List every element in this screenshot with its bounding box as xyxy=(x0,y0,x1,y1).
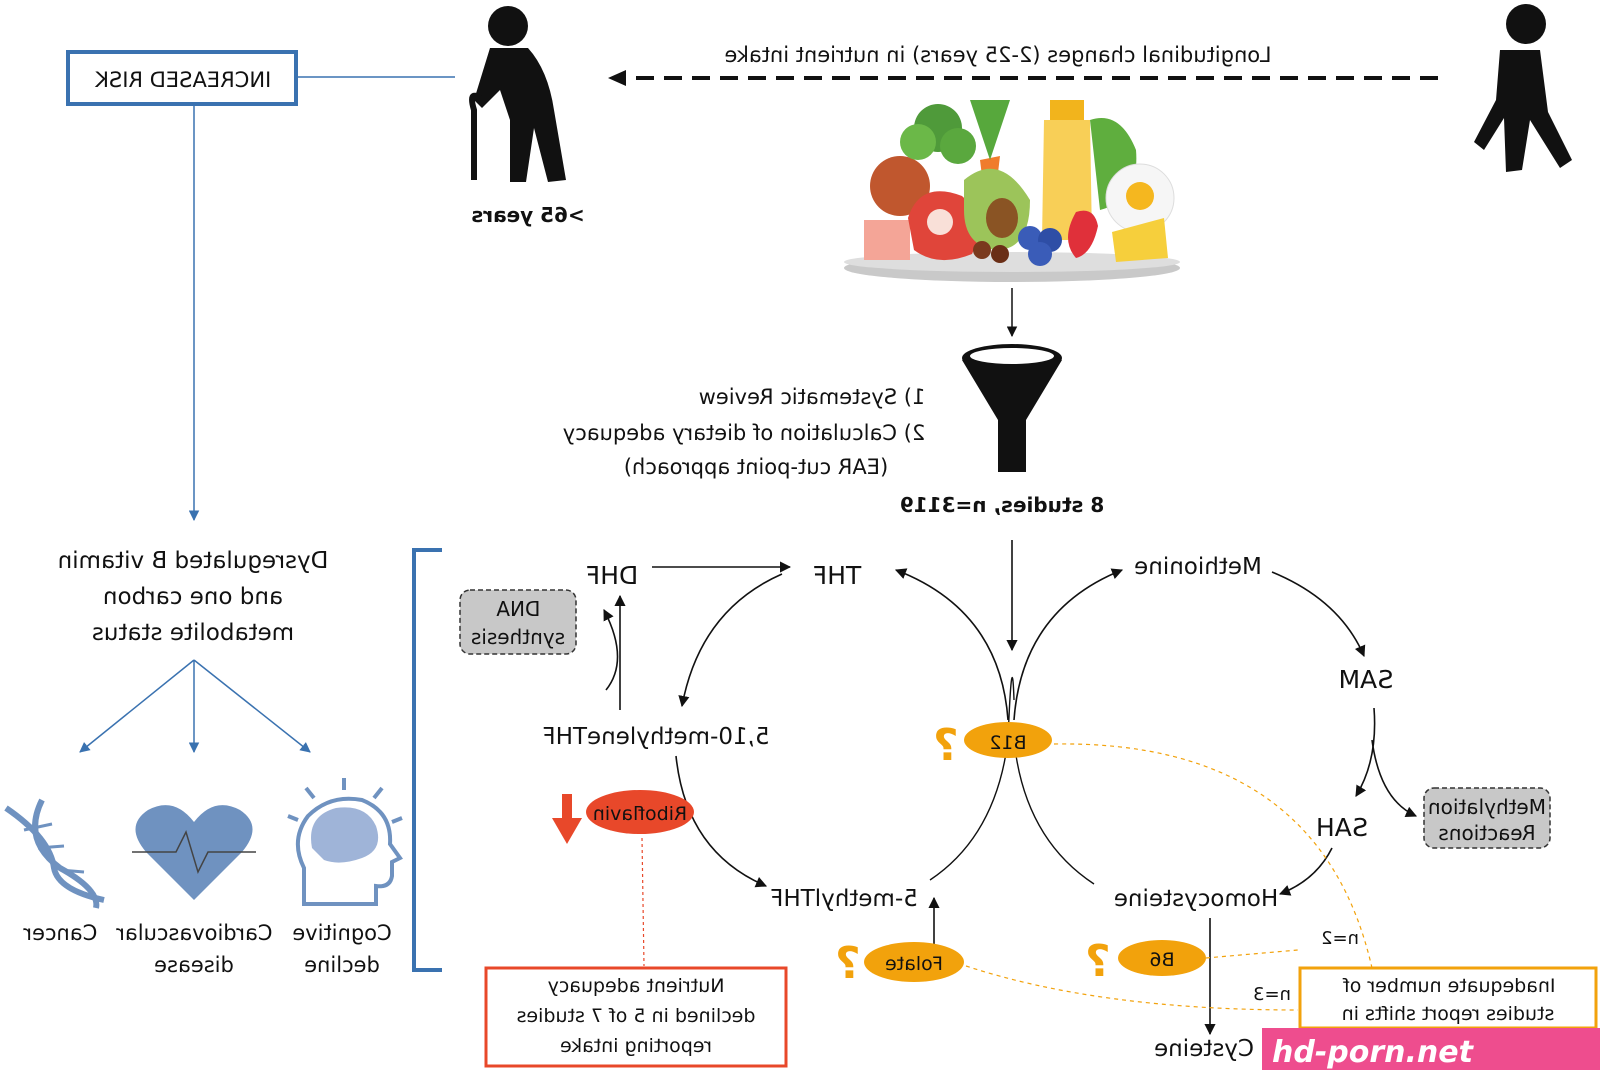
outcome-arrow-cancer xyxy=(79,659,195,753)
outcome-arrow-cognitive xyxy=(193,659,311,753)
arrow-sam-sah xyxy=(1355,707,1376,797)
node-cysteine: Cysteine xyxy=(1154,1036,1254,1062)
increased-risk-label: INCREASED RISK xyxy=(94,68,271,92)
riboflavin-label: Riboflavin xyxy=(593,803,687,825)
arrow-b12-thf xyxy=(894,568,1009,721)
node-methylenethf: 5,10-methyleneTHF xyxy=(542,724,769,750)
b12-label: B12 xyxy=(989,732,1026,754)
inadequate-line-1: Inadequate number of xyxy=(1342,975,1556,997)
outcome-cardio-1: Cardiovascular xyxy=(116,921,273,945)
brain-head-icon xyxy=(287,778,403,906)
b6-question: ? xyxy=(1085,936,1111,987)
status-line-3: metabolite status xyxy=(92,620,294,646)
arrow-methionine-sam xyxy=(1271,571,1366,658)
n2-label: n=2 xyxy=(1321,928,1359,949)
heart-icon xyxy=(132,805,256,900)
age-label: >65 years xyxy=(471,203,584,227)
dna-synthesis-line-1: DNA xyxy=(496,597,540,621)
dotted-folate-inadequate xyxy=(965,965,1299,1011)
arrow-b12-methionine xyxy=(1013,568,1124,721)
node-dhf: DHF xyxy=(586,561,638,590)
method-systematic-review: 1) Systematic Review xyxy=(699,385,926,409)
status-line-2: and one carbon xyxy=(103,584,283,610)
b12-question: ? xyxy=(933,720,959,771)
n3-label: n=3 xyxy=(1253,984,1291,1005)
folate-label: Folate xyxy=(885,953,943,975)
arrow-thf-methylene xyxy=(678,573,783,708)
food-plate-icon xyxy=(844,100,1180,282)
walking-person-icon xyxy=(1474,4,1572,172)
b6-label: B6 xyxy=(1149,949,1174,971)
inadequate-line-2: studies report shifts in xyxy=(1342,1003,1555,1025)
node-methionine: Methionine xyxy=(1134,554,1262,580)
outcome-cardio-2: disease xyxy=(154,953,234,977)
elderly-person-icon xyxy=(469,6,566,182)
b12-oval xyxy=(964,722,1052,758)
node-sah: SAH xyxy=(1316,813,1368,842)
dotted-b6-inadequate xyxy=(1205,949,1299,959)
b6-oval xyxy=(1118,940,1206,976)
adequacy-note-box xyxy=(484,966,788,1068)
status-line-1: Dysregulated B vitamin xyxy=(58,548,329,574)
arrow-methylene-methylthf xyxy=(675,755,768,888)
adequacy-line-1: Nutrient adequacy xyxy=(548,975,725,997)
dna-synthesis-box xyxy=(459,589,577,655)
studies-count: 8 studies, n=3119 xyxy=(900,493,1104,517)
adequacy-line-3: reporting intake xyxy=(560,1035,712,1057)
funnel-icon xyxy=(962,344,1062,472)
node-thf: THF xyxy=(813,561,862,590)
dotted-riboflavin-adequacy xyxy=(641,837,645,967)
node-homocysteine: Homocysteine xyxy=(1114,886,1278,912)
dna-icon xyxy=(4,798,105,909)
watermark-banner xyxy=(1262,1028,1600,1070)
node-methylthf: 5-methylTHF xyxy=(770,886,918,912)
outcome-cognitive-2: decline xyxy=(304,953,380,977)
longitudinal-arrowhead xyxy=(608,70,626,86)
methylation-line-2: Reactions xyxy=(1438,821,1535,845)
arrow-sam-methylation xyxy=(1371,739,1418,818)
method-ear-approach: (EAR cut-point approach) xyxy=(624,455,888,479)
folate-question: ? xyxy=(835,938,861,989)
riboflavin-oval xyxy=(586,790,694,834)
outcome-cognitive-1: Cognitive xyxy=(292,921,391,945)
longitudinal-label: Longitudinal changes (2-25 years) in nut… xyxy=(725,43,1272,67)
arrow-homocysteine-b12 xyxy=(1013,739,1095,885)
methylation-line-1: Methylation xyxy=(1428,795,1546,819)
outcome-cancer: Cancer xyxy=(23,921,97,945)
folate-oval xyxy=(864,942,964,982)
bracket xyxy=(412,548,442,972)
arrow-methylthf-b12 xyxy=(929,676,1015,881)
dna-synthesis-line-2: synthesis xyxy=(471,625,565,649)
methylation-box xyxy=(1423,787,1551,849)
method-dietary-adequacy: 2) Calculation of dietary adequacy xyxy=(563,421,926,445)
watermark-text: hd-porn.net xyxy=(1272,1035,1475,1070)
arrow-sah-homocysteine xyxy=(1278,847,1333,896)
arrow-dna-loop xyxy=(603,609,619,691)
down-arrow-icon xyxy=(552,794,582,844)
inadequate-note-box xyxy=(1298,966,1598,1030)
adequacy-line-2: declined in 5 of 7 studies xyxy=(517,1005,756,1027)
node-sam: SAM xyxy=(1338,665,1393,694)
increased-risk-box xyxy=(66,50,298,106)
